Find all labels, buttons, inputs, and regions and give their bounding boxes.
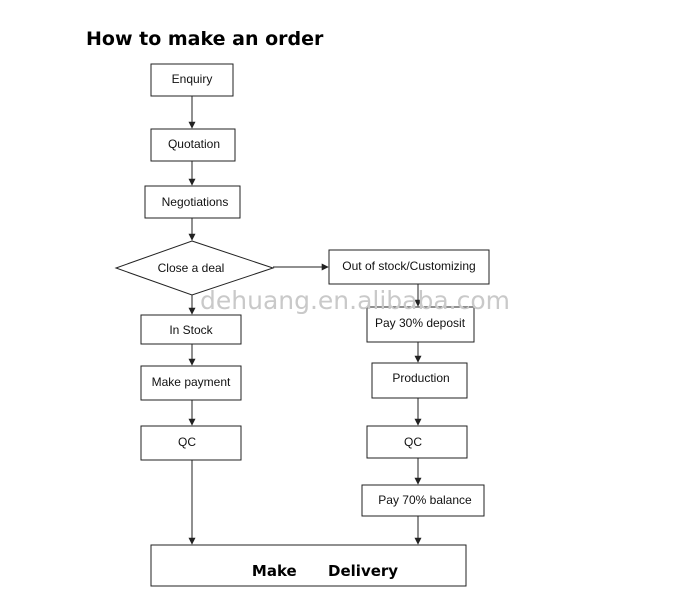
node-balance: Pay 70% balance	[361, 484, 485, 517]
node-production: Production	[371, 362, 468, 399]
node-qc-left-label: QC	[178, 435, 196, 449]
node-out-of-stock-label: Out of stock/Customizing	[342, 259, 475, 273]
node-close-deal: Close a deal	[114, 240, 275, 296]
node-production-label: Production	[392, 371, 449, 385]
node-balance-label: Pay 70% balance	[378, 493, 472, 507]
node-make-payment-label: Make payment	[152, 375, 231, 389]
node-deposit-label: Pay 30% deposit	[375, 316, 466, 330]
node-delivery: Make Delivery	[150, 544, 467, 587]
watermark-text: dehuang.en.alibaba.com	[200, 286, 510, 315]
node-quotation-label: Quotation	[168, 137, 220, 151]
node-deposit: Pay 30% deposit	[366, 306, 475, 343]
node-enquiry-label: Enquiry	[172, 72, 213, 86]
node-out-of-stock: Out of stock/Customizing	[328, 249, 490, 285]
node-quotation: Quotation	[150, 128, 236, 162]
node-in-stock-label: In Stock	[169, 323, 213, 337]
node-negotiations-label: Negotiations	[162, 195, 229, 209]
node-enquiry: Enquiry	[150, 63, 234, 97]
node-make-payment: Make payment	[140, 365, 242, 401]
node-delivery-label: Make Delivery	[252, 562, 398, 580]
node-in-stock: In Stock	[140, 314, 242, 345]
node-close-deal-label: Close a deal	[158, 261, 225, 275]
node-qc-right-label: QC	[404, 435, 422, 449]
node-qc-left: QC	[140, 425, 242, 461]
page-title: How to make an order	[86, 28, 324, 50]
node-negotiations: Negotiations	[144, 185, 241, 219]
flow-edges	[188, 96, 422, 545]
node-qc-right: QC	[366, 425, 468, 459]
